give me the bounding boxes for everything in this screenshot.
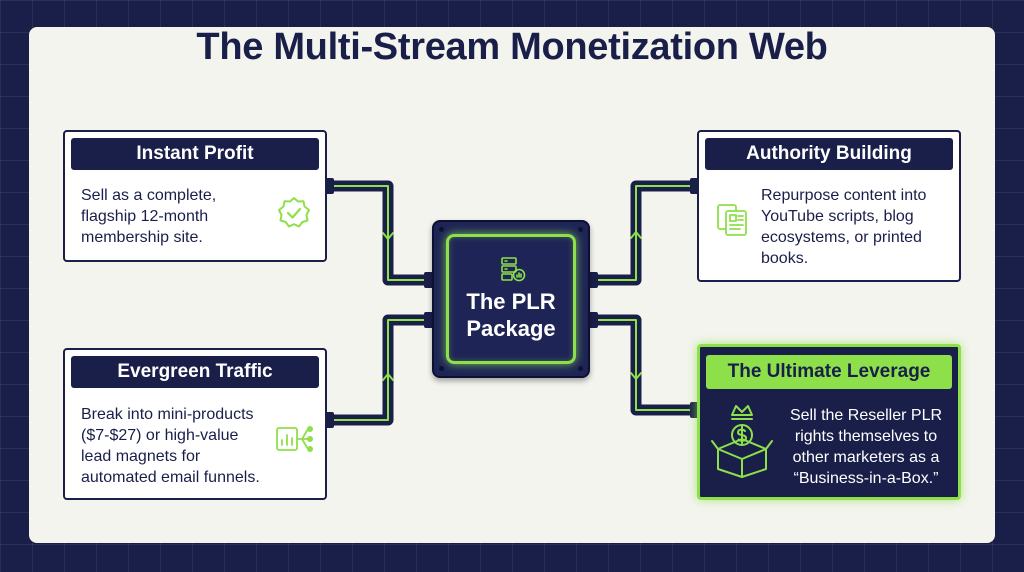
- check-badge-icon: [278, 197, 310, 228]
- card-description-line: Break into mini-products: [81, 406, 254, 423]
- hub-screw: [439, 227, 444, 232]
- card-description-line: Sell the Reseller PLR: [789, 407, 943, 424]
- hub-label-line: Package: [466, 316, 556, 341]
- flow-arrow-down: [382, 232, 394, 241]
- wire-ultimate-leverage: [590, 314, 697, 416]
- card-authority-building: Authority Building Repurpose content int…: [697, 130, 961, 282]
- wire-evergreen-traffic: [327, 314, 432, 426]
- card-description-line: ecosystems, or printed: [761, 229, 922, 246]
- hub-glow-frame: [446, 234, 576, 364]
- hub-screw: [439, 366, 444, 371]
- funnel-chart-icon: [276, 426, 313, 452]
- card-description-line: lead magnets for: [81, 448, 201, 465]
- card-title: The Ultimate Leverage: [706, 355, 952, 389]
- card-title: Instant Profit: [71, 138, 319, 170]
- documents-icon: [717, 204, 747, 236]
- wire-instant-profit: [327, 180, 432, 286]
- card-description-line: YouTube scripts, blog: [761, 208, 914, 225]
- flow-arrow-up: [382, 372, 394, 381]
- page-title: The Multi-Stream Monetization Web: [196, 26, 828, 68]
- plr-package-hub: The PLR Package: [432, 220, 590, 378]
- hub-label-line: The PLR: [466, 289, 556, 314]
- flow-arrow-down: [630, 372, 642, 381]
- card-description-line: automated email funnels.: [81, 469, 260, 486]
- hub-label: The PLR Package: [434, 288, 588, 342]
- card-description-line: flagship 12-month: [81, 208, 209, 225]
- hub-screw: [578, 227, 583, 232]
- server-chart-icon: [501, 257, 526, 282]
- card-description-line: books.: [761, 250, 809, 267]
- card-instant-profit: Instant Profit Sell as a complete, flags…: [63, 130, 327, 262]
- card-description-line: rights themselves to: [794, 428, 938, 445]
- card-description-line: Sell as a complete,: [81, 187, 217, 204]
- card-ultimate-leverage: The Ultimate Leverage Sell the Reseller …: [697, 344, 961, 500]
- flow-arrow-up: [630, 230, 642, 239]
- card-title: Evergreen Traffic: [71, 356, 319, 388]
- card-description: Sell as a complete, flagship 12-month me…: [81, 185, 216, 248]
- card-description-line: ($7-$27) or high-value: [81, 427, 239, 444]
- crowned-money-box-icon: [711, 405, 773, 478]
- card-description: Repurpose content into YouTube scripts, …: [761, 185, 926, 269]
- card-description-line: Repurpose content into: [761, 187, 927, 204]
- hub-screw: [578, 366, 583, 371]
- card-description-line: “Business-in-a-Box.”: [793, 470, 939, 487]
- card-description-line: other marketers as a: [792, 449, 940, 466]
- card-description-line: membership site.: [81, 229, 203, 246]
- card-description: Break into mini-products ($7-$27) or hig…: [81, 404, 260, 488]
- card-evergreen-traffic: Evergreen Traffic Break into mini-produc…: [63, 348, 327, 500]
- card-description: Sell the Reseller PLR rights themselves …: [780, 405, 952, 489]
- wire-authority-building: [590, 180, 697, 286]
- card-title: Authority Building: [705, 138, 953, 170]
